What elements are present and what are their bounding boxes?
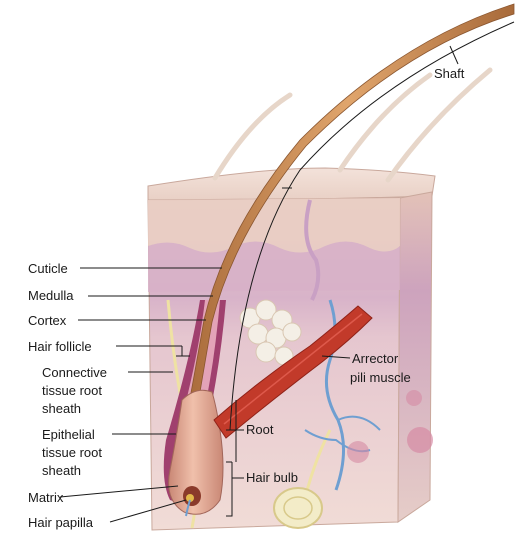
shaft-bracket-curve bbox=[229, 21, 515, 431]
blood-vessel bbox=[337, 415, 381, 431]
lamellated-corpuscle bbox=[273, 487, 323, 529]
sweat-gland bbox=[347, 441, 369, 463]
hair-bulb-bracket bbox=[226, 461, 244, 517]
label-hair-papilla: Hair papilla bbox=[28, 515, 94, 530]
labels: Shaft Cuticle Medulla Cortex Hair follic… bbox=[28, 66, 465, 530]
root-bracket bbox=[226, 400, 244, 462]
matrix-leader bbox=[59, 485, 179, 498]
hair-papilla-leader bbox=[109, 499, 187, 523]
label-epithelial-line3: sheath bbox=[42, 463, 81, 478]
hair-bulb bbox=[168, 389, 224, 515]
label-cortex: Cortex bbox=[28, 313, 67, 328]
label-cuticle: Cuticle bbox=[28, 261, 68, 276]
surface-hair bbox=[385, 67, 493, 183]
label-arrector-line2: pili muscle bbox=[350, 370, 411, 385]
label-arrector-line1: Arrector bbox=[352, 351, 399, 366]
label-root: Root bbox=[246, 422, 274, 437]
sebaceous-gland bbox=[239, 299, 302, 366]
label-matrix: Matrix bbox=[28, 490, 64, 505]
label-connective-line3: sheath bbox=[42, 401, 81, 416]
label-connective-line2: tissue root bbox=[42, 383, 102, 398]
epidermis-band bbox=[148, 198, 400, 253]
label-medulla: Medulla bbox=[28, 288, 74, 303]
surface-hair bbox=[337, 72, 433, 173]
sweat-duct bbox=[304, 199, 321, 301]
arrector-leader bbox=[321, 355, 351, 359]
label-epithelial-line2: tissue root bbox=[42, 445, 102, 460]
label-hair-bulb: Hair bulb bbox=[246, 470, 298, 485]
label-shaft: Shaft bbox=[434, 66, 465, 81]
hair-follicle-leader bbox=[116, 345, 190, 357]
surface-hair bbox=[212, 92, 293, 181]
papilla-vessel bbox=[185, 499, 191, 517]
dermis-side-face bbox=[397, 191, 433, 523]
arrector-pili-muscle bbox=[213, 305, 373, 439]
label-connective-line1: Connective bbox=[42, 365, 107, 380]
leader-lines bbox=[59, 21, 515, 523]
hair-follicle bbox=[163, 3, 515, 517]
sweat-gland bbox=[406, 390, 422, 406]
sweat-gland bbox=[407, 427, 433, 453]
label-hair-follicle: Hair follicle bbox=[28, 339, 92, 354]
label-epithelial-line1: Epithelial bbox=[42, 427, 95, 442]
shaft-leader bbox=[449, 45, 459, 65]
papillary-layer bbox=[148, 241, 400, 292]
